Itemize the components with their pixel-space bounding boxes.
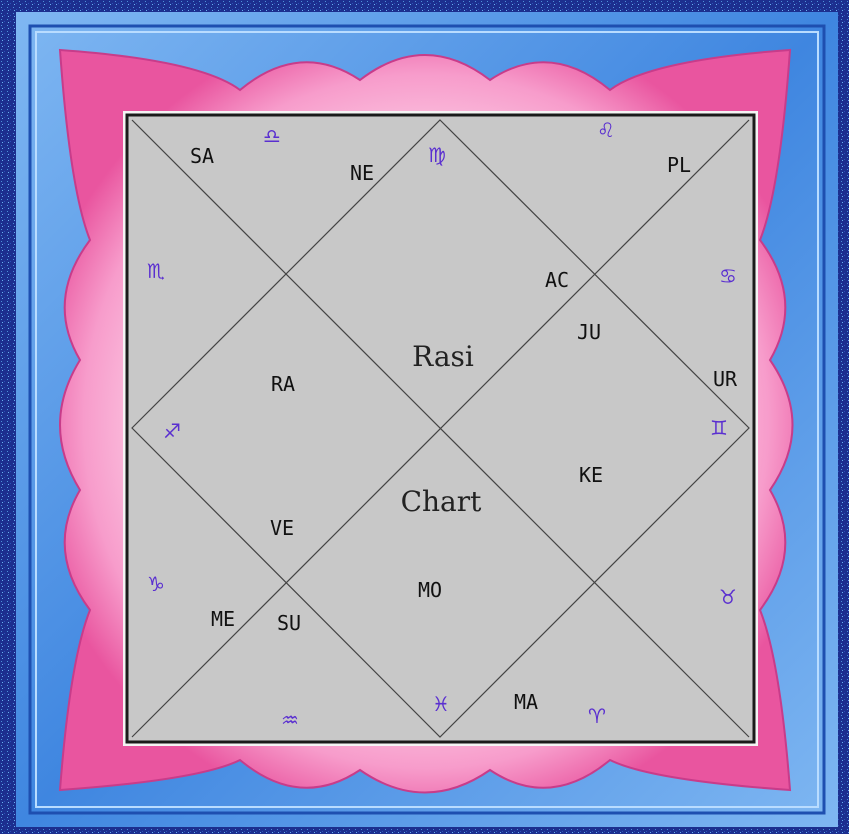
sign-pisces-icon: ♓ [432, 692, 450, 716]
sign-sagittarius-icon: ♐ [163, 419, 181, 443]
sign-capricorn-icon: ♑ [147, 572, 165, 596]
sign-aquarius-icon: ♒ [281, 708, 299, 732]
center-label-rasi: Rasi [412, 340, 474, 373]
planet-ke: KE [579, 463, 603, 487]
planet-ra: RA [271, 372, 295, 396]
sign-gemini-icon: ♊ [710, 416, 728, 440]
planet-su: SU [277, 611, 301, 635]
planet-ne: NE [350, 161, 374, 185]
sign-scorpio-icon: ♏ [147, 259, 165, 283]
sign-libra-icon: ♎ [263, 124, 281, 148]
sign-leo-icon: ♌ [597, 118, 615, 142]
planet-ac: AC [545, 268, 569, 292]
planet-ve: VE [270, 516, 294, 540]
planet-pl: PL [667, 153, 691, 177]
planet-ur: UR [713, 367, 738, 391]
sign-cancer-icon: ♋ [719, 264, 737, 288]
planet-ju: JU [577, 320, 601, 344]
center-label-chart: Chart [401, 485, 483, 518]
planet-sa: SA [190, 144, 214, 168]
planet-mo: MO [418, 578, 442, 602]
sign-taurus-icon: ♉ [719, 585, 737, 609]
sign-aries-icon: ♈ [588, 704, 606, 728]
planet-me: ME [211, 607, 235, 631]
sign-virgo-icon: ♍ [428, 143, 446, 167]
planet-ma: MA [514, 690, 538, 714]
